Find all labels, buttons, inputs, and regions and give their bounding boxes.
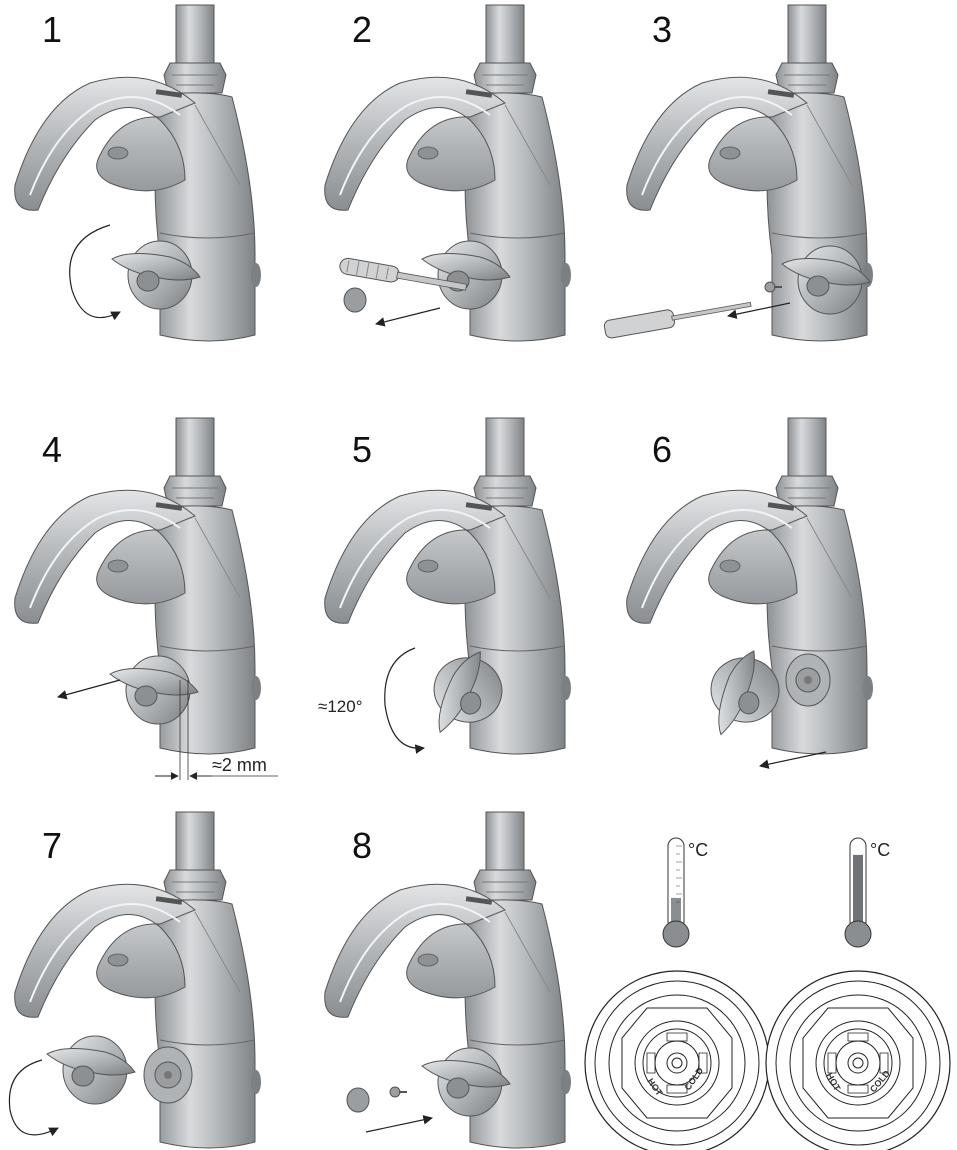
cartridge-icon: [144, 1047, 192, 1103]
step-5-number: 5: [352, 429, 372, 470]
cap-icon: [347, 1088, 369, 1112]
cap-icon: [344, 288, 366, 312]
step-4-panel: 4 ≈2 mm: [15, 418, 278, 780]
arrow-icon: [760, 752, 826, 766]
arrow-icon: [376, 308, 440, 324]
rotate-arrow-icon: [385, 648, 424, 748]
rotation-angle-label: ≈120°: [318, 697, 363, 716]
step-7-panel: 7: [9, 812, 261, 1148]
arrow-icon: [58, 680, 120, 697]
rotate-arrow-icon: [70, 225, 120, 318]
step-8-panel: 8: [325, 812, 571, 1148]
step-2-number: 2: [352, 9, 372, 50]
cartridge-icon: [786, 654, 830, 706]
thermostat-comparison: °C °C HOT COLD: [585, 838, 950, 1150]
step-7-number: 7: [42, 825, 62, 866]
screw-icon: [390, 1087, 407, 1097]
arrow-icon: [366, 1118, 432, 1132]
thermostat-handle: [47, 1036, 135, 1104]
step-6-number: 6: [652, 429, 672, 470]
thermometer-low-icon: [663, 838, 689, 947]
gap-dimension-label: ≈2 mm: [212, 755, 267, 775]
thermometer-high-icon: [845, 838, 871, 947]
screwdriver-icon: [603, 295, 752, 338]
step-5-panel: 5 ≈120°: [318, 418, 571, 754]
step-3-number: 3: [652, 9, 672, 50]
rotate-arrow-icon: [9, 1060, 58, 1135]
step-8-number: 8: [352, 825, 372, 866]
step-1-panel: 1: [15, 5, 261, 341]
step-1-number: 1: [42, 9, 62, 50]
step-6-panel: 6: [627, 418, 873, 766]
thermometer-unit-label: °C: [870, 840, 890, 860]
step-4-number: 4: [42, 429, 62, 470]
dial-left: HOT COLD: [585, 971, 769, 1150]
step-3-panel: 3: [603, 5, 873, 341]
dial-right: HOT COLD: [766, 971, 950, 1150]
thermometer-unit-label: °C: [688, 840, 708, 860]
step-2-panel: 2: [325, 5, 571, 341]
